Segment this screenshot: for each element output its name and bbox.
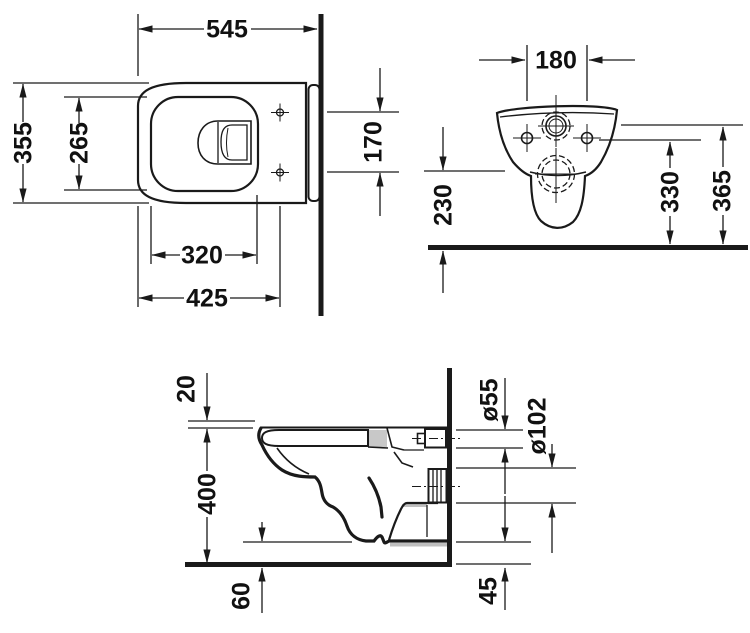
side-dim-inlet-diameter: ø55 bbox=[476, 378, 504, 421]
side-dim-bowl-height: 400 bbox=[194, 473, 222, 515]
side-rear-slant-2 bbox=[393, 451, 414, 468]
side-outlet-pipe bbox=[412, 468, 460, 504]
side-inlet-pipe bbox=[412, 428, 460, 449]
plan-bowl-rim bbox=[149, 95, 260, 193]
side-dim-seat-height: 20 bbox=[173, 375, 201, 403]
plan-dim-inner-depth: 320 bbox=[181, 242, 223, 270]
plan-outlet-outer bbox=[197, 120, 252, 165]
front-body-outline bbox=[495, 104, 619, 229]
block-bottom-shadow bbox=[390, 543, 447, 547]
side-rear-slant-1 bbox=[386, 427, 405, 451]
side-dim-outlet-bottom-clearance: 45 bbox=[475, 577, 503, 605]
pipe-bottom-shadow bbox=[402, 504, 427, 507]
side-seat bbox=[260, 429, 369, 447]
plan-outlet-inner bbox=[220, 124, 248, 161]
front-inlet-circle bbox=[538, 95, 574, 147]
seat-rear-shadow bbox=[369, 430, 387, 447]
plan-view: 545 355 265 320 425 170 bbox=[10, 14, 399, 316]
front-waist-line bbox=[529, 171, 587, 177]
front-fixing-hole-right bbox=[573, 124, 601, 152]
side-rear-block bbox=[387, 501, 438, 541]
front-dim-underside-height: 230 bbox=[430, 184, 458, 226]
front-dim-hole-height: 330 bbox=[657, 171, 685, 213]
plan-dim-inner-width: 265 bbox=[66, 122, 94, 164]
plan-outlet-arc bbox=[226, 127, 229, 158]
plan-dim-width: 355 bbox=[10, 122, 38, 164]
side-view: 20 400 60 ø55 ø102 45 bbox=[173, 368, 576, 613]
front-view: 180 230 330 365 bbox=[424, 45, 748, 293]
side-bowl-inner-line bbox=[276, 447, 310, 475]
side-bowl-outline bbox=[257, 426, 449, 545]
plan-fixing-hole-top bbox=[271, 103, 289, 122]
side-seat-rear-line bbox=[367, 446, 389, 449]
front-dim-hole-spacing: 180 bbox=[535, 47, 577, 75]
plan-dim-hole-offset: 425 bbox=[186, 285, 228, 313]
side-dim-outlet-diameter: ø102 bbox=[524, 398, 552, 455]
plan-body-outline bbox=[136, 81, 308, 205]
front-fixing-hole-left bbox=[513, 124, 541, 152]
plan-dim-hole-spacing: 170 bbox=[360, 121, 388, 163]
front-rim-inner-line bbox=[499, 111, 615, 118]
plan-dim-depth: 545 bbox=[206, 16, 248, 44]
front-dim-top-height: 365 bbox=[709, 170, 737, 212]
plan-wall-flange bbox=[307, 84, 321, 202]
plan-fixing-hole-bottom bbox=[271, 163, 289, 182]
side-dim-bottom-clearance: 60 bbox=[228, 582, 256, 610]
front-outlet-circle bbox=[535, 148, 577, 203]
side-trap-line bbox=[367, 476, 384, 519]
